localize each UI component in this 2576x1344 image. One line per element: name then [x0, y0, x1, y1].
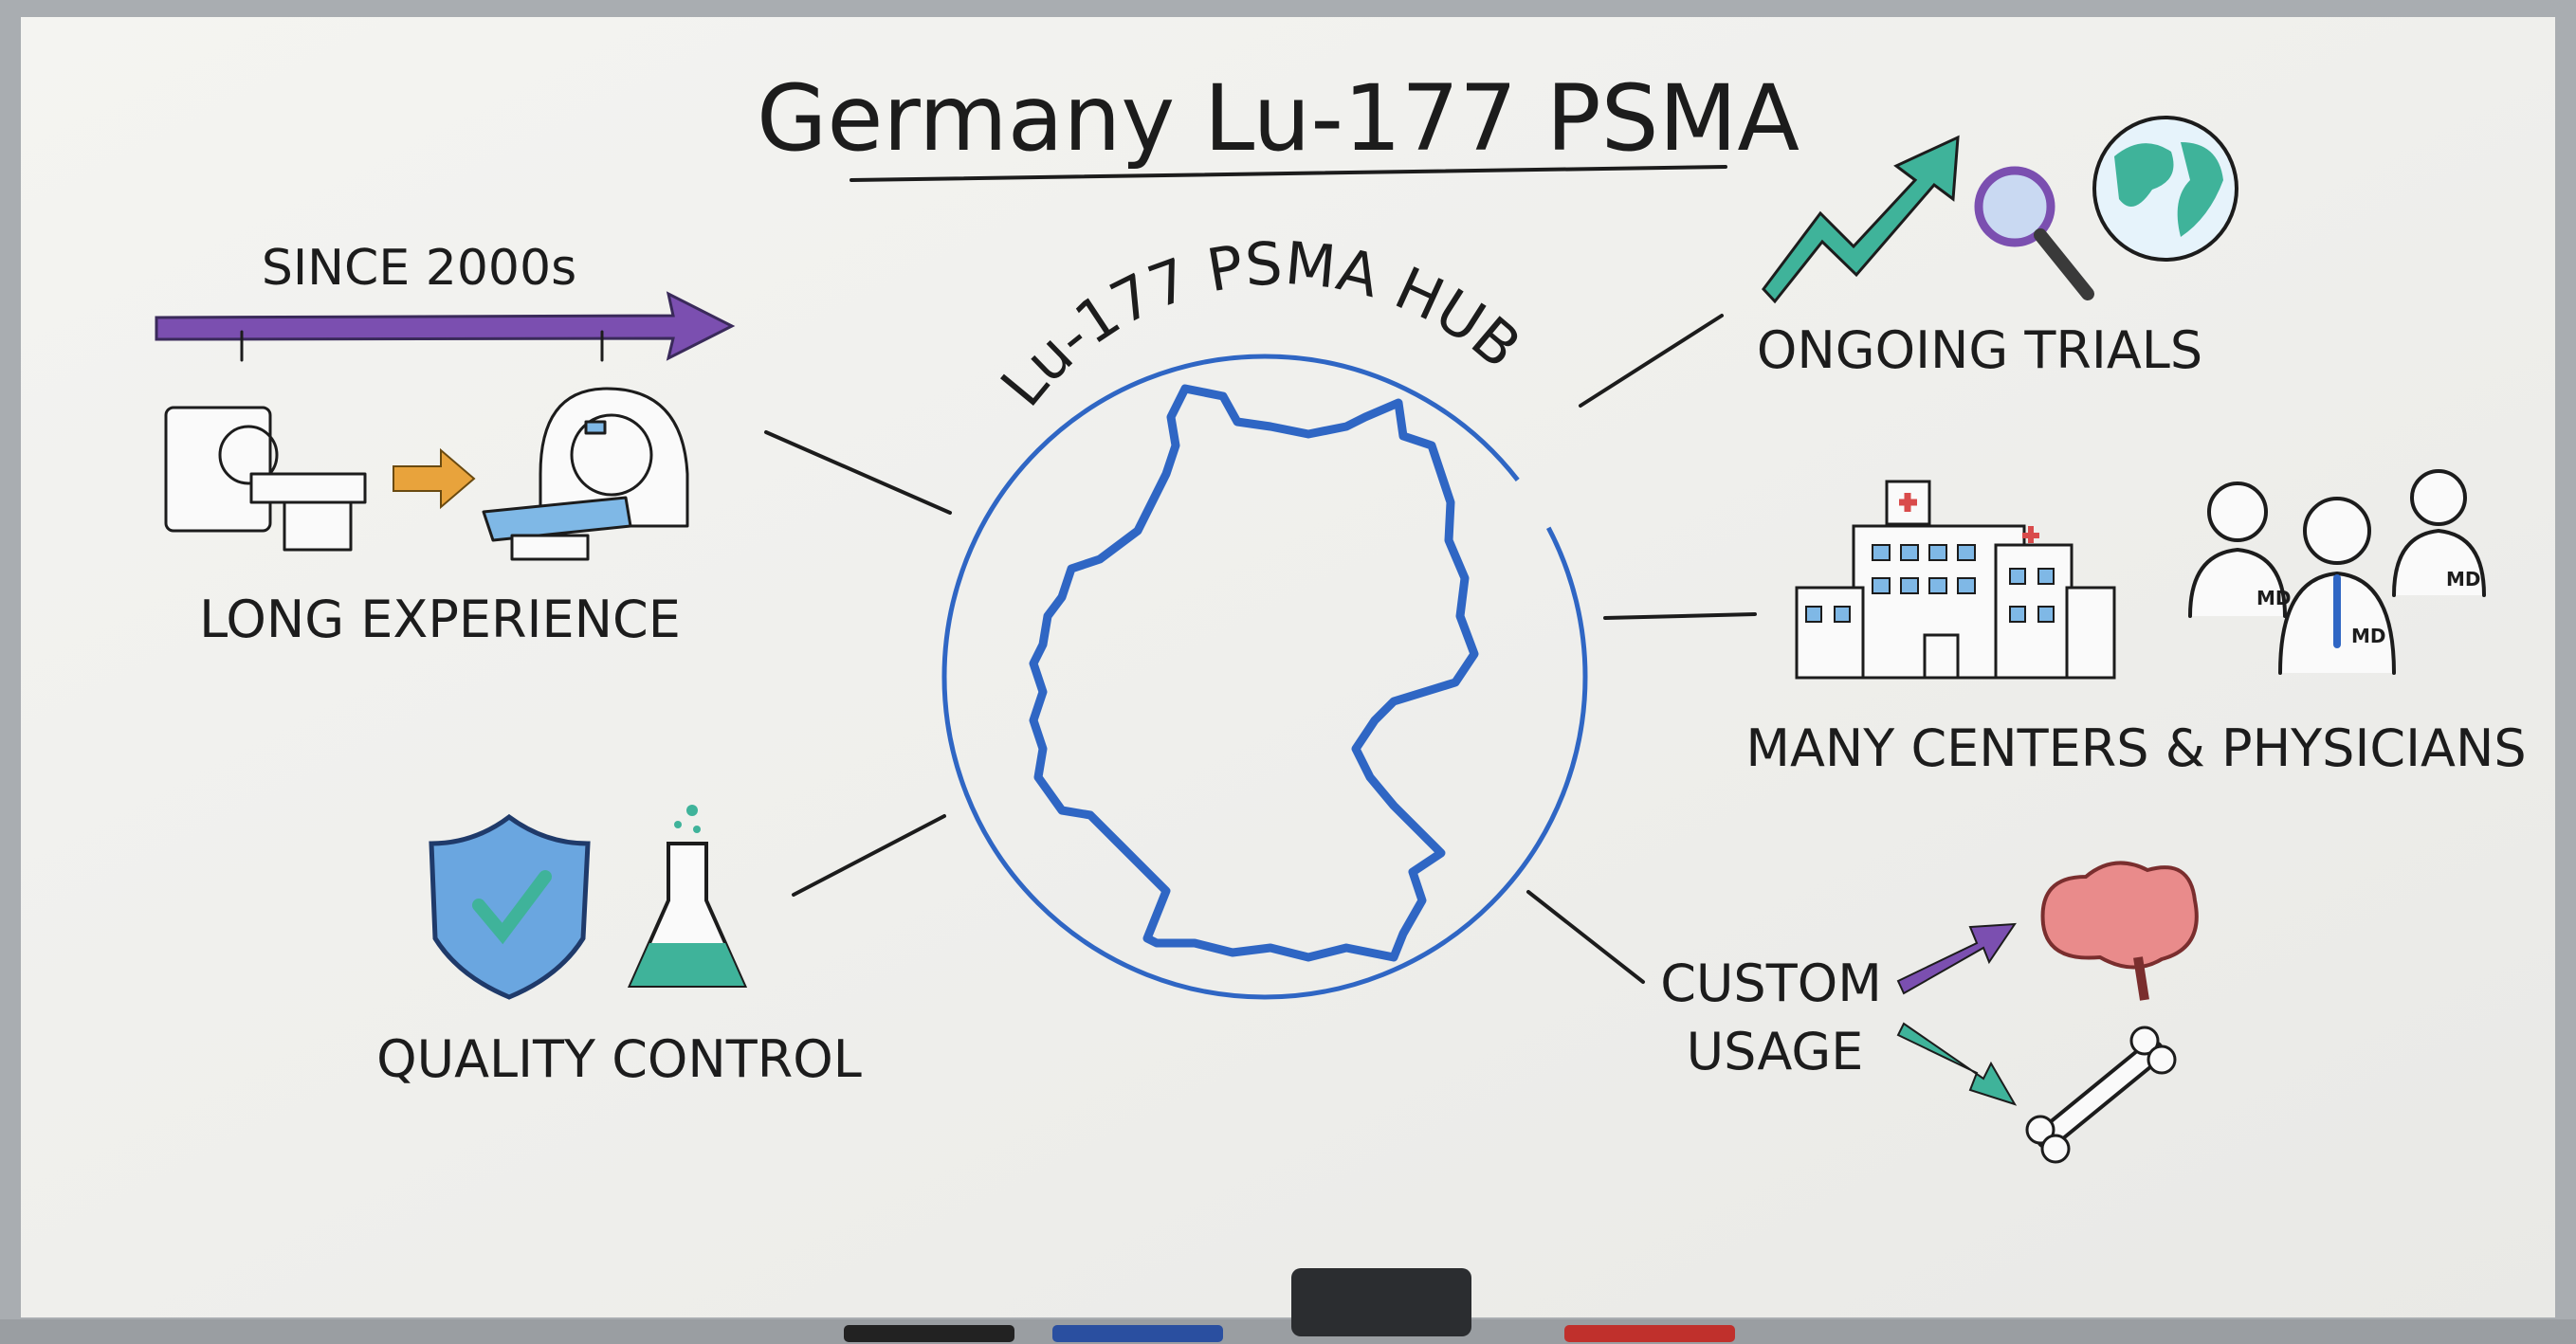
connector-ongoing-trials: [1579, 314, 1724, 408]
modern-scanner-icon: [482, 387, 689, 561]
bone-icon: [2025, 1026, 2177, 1164]
md-badge: MD: [2256, 587, 2292, 609]
hub-circle: [941, 354, 1588, 1000]
marker-red[interactable]: [1564, 1325, 1735, 1342]
globe-icon: [2092, 116, 2238, 262]
connector-long-experience: [764, 430, 952, 515]
quality-control-caption: QUALITY CONTROL: [376, 1029, 862, 1089]
custom-usage-caption-line2: USAGE: [1687, 1022, 1864, 1081]
doctor-icon: [2188, 469, 2486, 675]
eraser[interactable]: [1291, 1268, 1471, 1336]
md-badge: MD: [2446, 568, 2481, 590]
brain-icon: [2040, 861, 2199, 1001]
magnifier-icon: [1974, 166, 2094, 300]
marker-black[interactable]: [844, 1325, 1014, 1342]
germany-map-icon: [1029, 384, 1479, 962]
old-scanner-icon: [164, 406, 367, 552]
long-experience-caption: LONG EXPERIENCE: [199, 590, 681, 649]
connector-quality-control: [792, 814, 946, 897]
shield-check-icon: [429, 813, 591, 1000]
marker-tray: [0, 1319, 2576, 1344]
centers-physicians-caption: MANY CENTERS & PHYSICIANS: [1745, 718, 2526, 778]
timeline-label: SINCE 2000s: [262, 240, 576, 297]
check-icon: [472, 870, 552, 945]
ongoing-trials-caption: ONGOING TRIALS: [1757, 320, 2202, 380]
flask-icon: [627, 805, 748, 988]
purple-arrow-icon: [1896, 922, 2017, 995]
page-title: Germany Lu-177 PSMA: [757, 65, 1800, 172]
md-badge: MD: [2351, 625, 2386, 647]
marker-blue[interactable]: [1052, 1325, 1223, 1342]
hospital-icon: [1795, 480, 2116, 680]
connector-custom-usage: [1526, 890, 1645, 984]
title-underline: [850, 165, 1727, 182]
custom-usage-caption-line1: CUSTOM: [1660, 954, 1882, 1013]
arrow-right-icon: [393, 447, 476, 510]
connector-centers: [1603, 612, 1757, 620]
timeline-arrow-icon: [155, 291, 736, 362]
trend-up-arrow-icon: [1762, 135, 1960, 304]
teal-arrow-icon: [1896, 1022, 2018, 1106]
